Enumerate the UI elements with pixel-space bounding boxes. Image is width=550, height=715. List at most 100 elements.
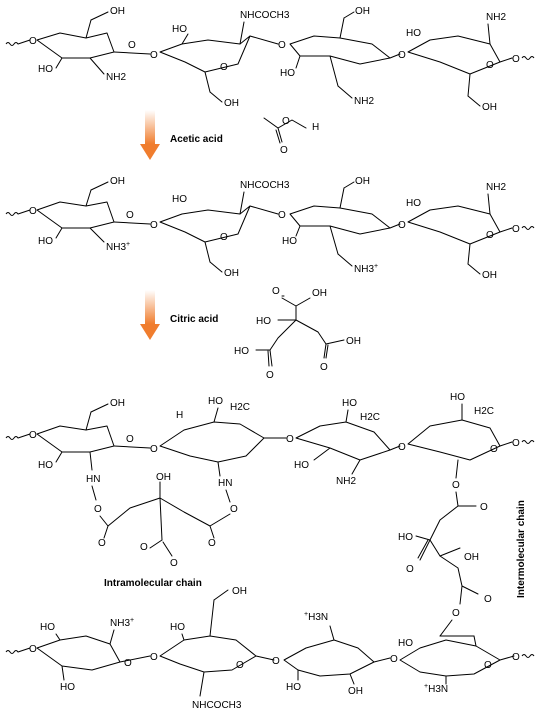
ring-oxygen: O xyxy=(126,210,134,221)
hydroxyl-label: HO xyxy=(38,236,53,247)
hydroxyl-label: HO xyxy=(406,28,421,39)
ring-oxygen: O xyxy=(220,62,228,73)
ring-oxygen: O xyxy=(126,434,134,445)
carbonyl-oxygen: O xyxy=(406,564,414,575)
intramolecular-citrate-bridge: O O OH O O xyxy=(98,472,231,569)
intermolecular-chain-label: Intermolecular chain xyxy=(516,500,527,598)
amine-label: NH2 xyxy=(106,72,126,83)
hydrogen-label: H xyxy=(176,410,183,421)
hydroxyl-label: OH xyxy=(348,686,363,697)
amide-nh-label: HN xyxy=(86,474,100,485)
glycosidic-oxygen: O xyxy=(278,40,286,51)
reaction-arrow-1 xyxy=(140,110,160,160)
citric-hydroxyl: OH xyxy=(346,336,361,347)
glycosidic-oxygen: O xyxy=(29,644,37,655)
glycosidic-oxygen: O xyxy=(286,434,294,445)
citric-hydroxyl: HO xyxy=(234,346,249,357)
hydroxyl-label: OH xyxy=(232,586,247,597)
glycosidic-oxygen: O xyxy=(512,438,520,449)
carbonyl-oxygen: O xyxy=(98,538,106,549)
carbonyl-oxygen: O xyxy=(480,502,488,513)
crosslinked-chain-lower: O HO NH3+ O HO O HO OH O NHCOCH3 O +H3N … xyxy=(5,586,535,711)
citrate-hydroxyl: OH xyxy=(156,472,171,483)
citric-oxygen: O xyxy=(272,286,280,297)
glycosidic-oxygen: O xyxy=(398,442,406,453)
methylene-label: H2C xyxy=(360,412,380,423)
ester-oxygen: O xyxy=(94,504,102,515)
glycosidic-oxygen: O xyxy=(29,206,37,217)
crosslinked-chain-upper: O OH O HO HN O O H HO H2C HN O O HO H2C … xyxy=(5,392,535,515)
hydroxyl-label: HO xyxy=(280,68,295,79)
acetic-acid-structure: O H O xyxy=(263,116,319,156)
amine-label: NH2 xyxy=(354,96,374,107)
hydroxyl-label: OH xyxy=(355,6,370,17)
glycosidic-oxygen: O xyxy=(512,224,520,235)
ring-oxygen: O xyxy=(484,660,492,671)
carbonyl-oxygen: O xyxy=(208,538,216,549)
glycosidic-oxygen: O xyxy=(150,220,158,231)
glycosidic-oxygen: O xyxy=(272,656,280,667)
citrate-hydroxyl: OH xyxy=(464,552,479,563)
hydroxyl-label: HO xyxy=(38,64,53,75)
acetic-carbonyl-oxygen: O xyxy=(280,145,288,156)
glycosidic-oxygen: O xyxy=(150,652,158,663)
hydroxyl-label: HO xyxy=(170,622,185,633)
carboxyl-oxygen: O xyxy=(140,542,148,553)
hydroxyl-label: OH xyxy=(224,268,239,279)
ester-oxygen: O xyxy=(230,504,238,515)
glycosidic-oxygen: O xyxy=(390,654,398,665)
glycosidic-oxygen: O xyxy=(278,210,286,221)
hydroxyl-label: HO xyxy=(60,682,75,693)
ammonium-label: NH3+ xyxy=(106,241,130,253)
hydroxyl-label: HO xyxy=(398,638,413,649)
hydroxyl-label: HO xyxy=(172,194,187,205)
ring-oxygen: O xyxy=(124,658,132,669)
ester-oxygen: O xyxy=(452,608,460,619)
reagent-label-acetic-acid: Acetic acid xyxy=(170,134,223,145)
hydroxyl-label: HO xyxy=(286,682,301,693)
hydroxyl-label: HO xyxy=(450,392,465,403)
hydroxyl-label: OH xyxy=(482,102,497,113)
ring-oxygen: O xyxy=(486,60,494,71)
hydroxyl-label: OH xyxy=(110,176,125,187)
protonated-chitosan-structure: O OH O HO NH3+ O HO NHCOCH3 O OH O OH HO… xyxy=(5,176,535,281)
acetic-hydrogen: H xyxy=(312,122,319,133)
hydroxyl-label: HO xyxy=(208,396,223,407)
hydroxyl-label: OH xyxy=(482,270,497,281)
ammonium-label: NH3+ xyxy=(354,263,378,275)
acetic-oxygen: O xyxy=(282,116,290,127)
hydroxyl-label: HO xyxy=(172,24,187,35)
intermolecular-citrate-bridge: O O HO O OH O O xyxy=(398,459,492,637)
glycosidic-oxygen: O xyxy=(398,50,406,61)
amine-label: NH2 xyxy=(486,12,506,23)
hydroxyl-label: HO xyxy=(406,198,421,209)
amine-label: NH2 xyxy=(336,476,356,487)
carboxyl-hydroxyl: HO xyxy=(398,532,413,543)
intramolecular-chain-label: Intramolecular chain xyxy=(104,578,202,589)
citric-hydroxyl: OH xyxy=(312,288,327,299)
glycosidic-oxygen: O xyxy=(512,652,520,663)
methylene-label: H2C xyxy=(474,406,494,417)
glycosidic-oxygen: O xyxy=(150,50,158,61)
amine-label: NH2 xyxy=(486,182,506,193)
ammonium-label: +H3N xyxy=(304,611,328,623)
citric-hydroxyl: HO xyxy=(256,316,271,327)
citric-oxygen: O xyxy=(320,362,328,373)
acetamide-label: NHCOCH3 xyxy=(240,10,290,21)
ring-oxygen: O xyxy=(490,444,498,455)
ester-oxygen: O xyxy=(452,480,460,491)
hydroxyl-label: OH xyxy=(110,6,125,17)
hydroxyl-label: OH xyxy=(355,176,370,187)
carboxyl-oxygen: O xyxy=(170,558,178,569)
carbonyl-oxygen: O xyxy=(484,594,492,605)
ring-oxygen: O xyxy=(486,230,494,241)
hydroxyl-label: HO xyxy=(40,622,55,633)
acetamide-label: NHCOCH3 xyxy=(192,700,242,711)
reagent-label-citric-acid: Citric acid xyxy=(170,314,218,325)
glycosidic-oxygen: O xyxy=(512,54,520,65)
ring-oxygen: O xyxy=(236,660,244,671)
glycosidic-oxygen: O xyxy=(29,36,37,47)
ammonium-label: +H3N xyxy=(424,683,448,695)
hydroxyl-label: OH xyxy=(224,98,239,109)
